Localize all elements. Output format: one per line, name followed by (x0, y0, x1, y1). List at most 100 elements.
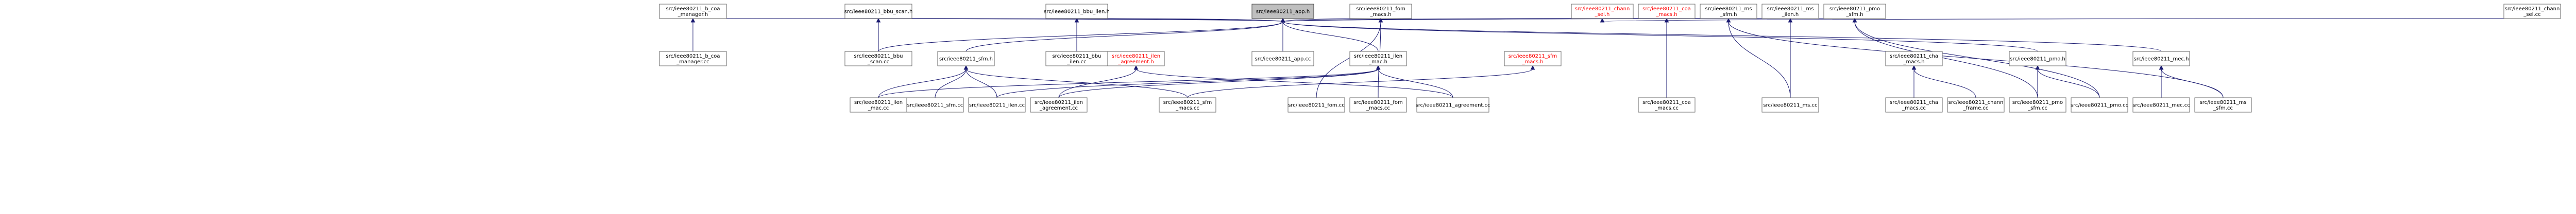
node-box (1416, 97, 1489, 113)
node-box (1030, 97, 1088, 113)
node-label: src/ieee80211_ms.cc (1763, 103, 1817, 109)
node-label: src/ieee80211_ms (2200, 100, 2247, 105)
node-label: _ilen.h (1782, 12, 1799, 17)
node-box (1349, 97, 1407, 113)
graph-node[interactable]: src/ieee80211_coa_macs.h (1638, 4, 1696, 19)
edge-line (1282, 18, 1855, 22)
arrowhead (1726, 17, 1731, 23)
arrowhead (2035, 65, 2040, 70)
edge-line (878, 68, 967, 98)
graph-node[interactable]: src/ieee80211_fom_macs.cc (1349, 97, 1407, 113)
arrowhead (1600, 17, 1605, 23)
node-label: src/ieee80211_cha (1890, 100, 1938, 105)
graph-node[interactable]: src/ieee80211_pmo.cc (2071, 97, 2128, 113)
node-box (2194, 97, 2252, 113)
graph-node[interactable]: src/ieee80211_coa_macs.cc (1638, 97, 1696, 113)
node-label: src/ieee80211_coa (1642, 6, 1691, 12)
node-label: src/ieee80211_pmo (2012, 100, 2063, 105)
graph-node[interactable]: src/ieee80211_ms_sfm.h (1700, 4, 1757, 19)
node-box (1885, 97, 1943, 113)
node-label: src/ieee80211_agreement.cc (1415, 103, 1490, 109)
node-label: _macs.cc (1366, 105, 1390, 111)
graph-node[interactable]: src/ieee80211_ilen_mac.h (1349, 51, 1407, 66)
node-label: _macs.h (1369, 12, 1391, 17)
graph-node[interactable]: src/ieee80211_chann_sel.h (1571, 4, 1634, 19)
node-label: src/ieee80211_mec.h (2134, 57, 2189, 62)
arrowhead (1530, 65, 1535, 70)
root-node: src/ieee80211_app.h (1251, 4, 1314, 19)
node-label: src/ieee80211_sfm.h (939, 57, 993, 62)
node-label: src/ieee80211_ms (1705, 6, 1752, 12)
node-label: src/ieee80211_bbu (1052, 53, 1101, 59)
graph-node[interactable]: src/ieee80211_pmo_sfm.h (1823, 4, 1886, 19)
node-label: src/ieee80211_ilen.cc (969, 103, 1025, 109)
graph-node[interactable]: src/ieee80211_cha_macs.cc (1885, 97, 1943, 113)
graph-node[interactable]: src/ieee80211_ilen.cc (968, 97, 1026, 113)
graph-node[interactable]: src/ieee80211_ms_sfm.cc (2194, 97, 2252, 113)
node-label: src/ieee80211_cha (1890, 53, 1938, 59)
graph-node[interactable]: src/ieee80211_app.cc (1251, 51, 1314, 66)
arrowhead (1074, 17, 1079, 23)
node-box (659, 51, 727, 66)
graph-node[interactable]: src/ieee80211_sfm_macs.cc (1159, 97, 1216, 113)
arrowhead (1911, 65, 1917, 70)
graph-node[interactable]: src/ieee80211_sfm_macs.h (1504, 51, 1562, 66)
node-label: _sfm.cc (2027, 105, 2047, 111)
graph-node[interactable]: src/ieee80211_sfm.cc (906, 97, 964, 113)
edge-line (1282, 21, 2162, 52)
node-label: src/ieee80211_ilen (1112, 53, 1160, 59)
graph-node[interactable]: src/ieee80211_bbu_ilen.h (1044, 4, 1110, 19)
graph-node[interactable]: src/ieee80211_bbu_scan.cc (844, 51, 912, 66)
edge-line (965, 68, 997, 98)
node-label: _ilen.cc (1066, 59, 1086, 65)
node-label: _manager.cc (676, 59, 709, 65)
edge-line (1602, 18, 2533, 22)
nodes-layer: src/ieee80211_app.h src/ieee80211_bbu_sca… (659, 4, 2561, 113)
node-box (1823, 4, 1886, 19)
arrowhead (1378, 17, 1383, 23)
node-box (2503, 4, 2561, 19)
node-label: src/ieee80211_chann (1575, 6, 1630, 12)
edge-line (1187, 68, 1533, 98)
graph-node[interactable]: src/ieee80211_mec.h (2132, 51, 2190, 66)
graph-node[interactable]: src/ieee80211_b_coa_manager.h (659, 4, 727, 19)
node-label: _macs.cc (1654, 105, 1679, 111)
graph-node[interactable]: src/ieee80211_ilen_agreement.h (1107, 51, 1165, 66)
node-label: _macs.h (1655, 12, 1677, 17)
graph-node[interactable]: src/ieee80211_sfm.h (937, 51, 995, 66)
graph-node[interactable]: src/ieee80211_chann_sel.cc (2503, 4, 2561, 19)
edge-line (1854, 21, 2038, 98)
graph-node[interactable]: src/ieee80211_ms_ilen.h (1761, 4, 1819, 19)
graph-node[interactable]: src/ieee80211_agreement.cc (1415, 97, 1490, 113)
graph-node[interactable]: src/ieee80211_fom.cc (1287, 97, 1345, 113)
node-box (1761, 97, 1819, 113)
node-label: _sel.h (1595, 12, 1610, 17)
node-label: src/ieee80211_bbu (854, 53, 903, 59)
graph-node[interactable]: src/ieee80211_ilen_agreement.cc (1030, 97, 1088, 113)
graph-node[interactable]: src/ieee80211_pmo.h (2009, 51, 2066, 66)
graph-node[interactable]: src/ieee80211_pmo_sfm.cc (2009, 97, 2066, 113)
node-label: src/ieee80211_ilen (854, 100, 903, 105)
graph-node[interactable]: src/ieee80211_bbu_scan.h (844, 4, 913, 19)
node-label: src/ieee80211_fom (1356, 6, 1405, 12)
graph-node[interactable]: src/ieee80211_chann_frame.cc (1947, 97, 2005, 113)
graph-node[interactable]: src/ieee80211_b_coa_manager.cc (659, 51, 727, 66)
graph-node[interactable]: src/ieee80211_ilen_mac.cc (850, 97, 907, 113)
graph-node[interactable]: src/ieee80211_bbu_ilen.cc (1045, 51, 1108, 66)
node-label: _sel.cc (2523, 12, 2540, 17)
node-label: src/ieee80211_pmo.h (2010, 57, 2065, 62)
node-label: src/ieee80211_b_coa (666, 6, 720, 12)
node-label: src/ieee80211_fom (1353, 100, 1402, 105)
edge-line (878, 21, 1283, 52)
edge-line (1058, 68, 1137, 98)
node-label: src/ieee80211_pmo.cc (2071, 103, 2128, 109)
graph-node[interactable]: src/ieee80211_cha_macs.h (1885, 51, 1943, 66)
graph-node[interactable]: src/ieee80211_mec.cc (2132, 97, 2190, 113)
node-label: _frame.cc (1963, 105, 1989, 111)
edge-line (996, 68, 1379, 98)
node-label: src/ieee80211_chann (1948, 100, 2004, 105)
node-label: src/ieee80211_sfm (1163, 100, 1212, 105)
node-box (2071, 97, 2128, 113)
graph-node[interactable]: src/ieee80211_fom_macs.h (1349, 4, 1412, 19)
graph-node[interactable]: src/ieee80211_ms.cc (1761, 97, 1819, 113)
